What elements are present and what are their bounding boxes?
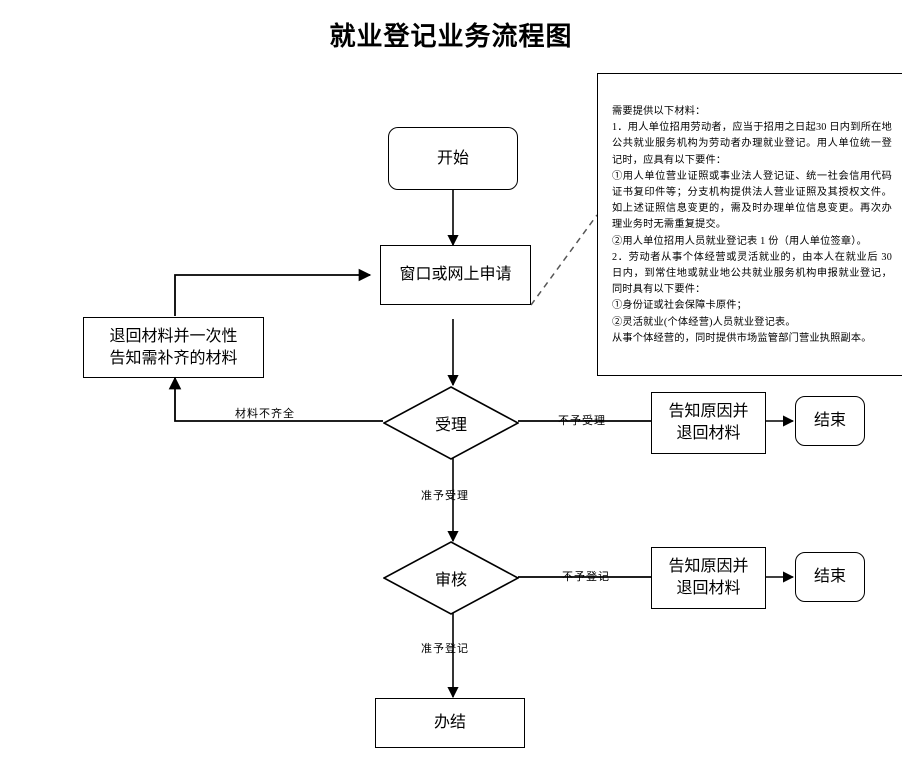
edge-apply-to-note-dashed <box>530 214 598 306</box>
node-end-1[interactable]: 结束 <box>795 396 865 446</box>
edge-label-accepted: 准予受理 <box>421 490 469 502</box>
decision-accept-label: 受理 <box>434 417 467 434</box>
edge-return-to-apply <box>174 268 372 316</box>
edge-label-materials-incomplete: 材料不齐全 <box>235 408 295 420</box>
node-inform-return-2[interactable]: 告知原因并 退回材料 <box>651 547 766 609</box>
edge-accept-to-return <box>168 376 383 422</box>
edge-label-not-accepted: 不予受理 <box>558 415 606 427</box>
node-start-label: 开始 <box>436 149 469 167</box>
node-end-2[interactable]: 结束 <box>795 552 865 602</box>
edge-label-not-registered: 不予登记 <box>562 571 610 583</box>
materials-note-box: 需要提供以下材料： 1．用人单位招用劳动者，应当于招用之日起30 日内到所在地公… <box>597 73 902 376</box>
note-line-2: ①用人单位营业证照或事业法人登记证、统一社会信用代码证书复印件等；分支机构提供法… <box>612 170 892 231</box>
edge-label-registered: 准予登记 <box>421 643 469 655</box>
note-heading: 需要提供以下材料： <box>612 106 706 117</box>
note-line-6: ②灵活就业(个体经营)人员就业登记表。 <box>612 316 796 328</box>
decision-accept-shape <box>383 386 519 460</box>
node-start[interactable]: 开始 <box>388 127 518 190</box>
note-line-5: ①身份证或社会保障卡原件； <box>612 300 748 312</box>
note-line-1: 1．用人单位招用劳动者，应当于招用之日起30 日内到所在地公共就业服务机构为劳动… <box>612 122 892 166</box>
node-complete[interactable]: 办结 <box>375 698 525 748</box>
node-inform-return-1[interactable]: 告知原因并 退回材料 <box>651 392 766 454</box>
decision-review-label: 审核 <box>434 572 467 589</box>
node-apply-label: 窗口或网上申请 <box>399 266 512 284</box>
node-return-materials[interactable]: 退回材料并一次性 告知需补齐的材料 <box>83 317 264 378</box>
node-end-2-label: 结束 <box>813 568 846 586</box>
node-inform-return-1-label: 告知原因并 退回材料 <box>668 403 749 442</box>
page-title: 就业登记业务流程图 <box>329 22 573 51</box>
node-complete-label: 办结 <box>433 714 466 732</box>
node-return-materials-label: 退回材料并一次性 告知需补齐的材料 <box>109 327 238 367</box>
note-line-3: ②用人单位招用人员就业登记表 1 份（用人单位签章）。 <box>612 235 867 247</box>
node-inform-return-2-label: 告知原因并 退回材料 <box>668 558 749 597</box>
decision-review-shape <box>383 541 519 615</box>
note-line-4: 2．劳动者从事个体经营或灵活就业的，由本人在就业后 30 日内，到常住地或就业地… <box>612 251 892 296</box>
note-line-7: 从事个体经营的，同时提供市场监管部门营业执照副本。 <box>612 332 872 344</box>
node-end-1-label: 结束 <box>813 412 846 430</box>
node-apply[interactable]: 窗口或网上申请 <box>380 245 531 305</box>
